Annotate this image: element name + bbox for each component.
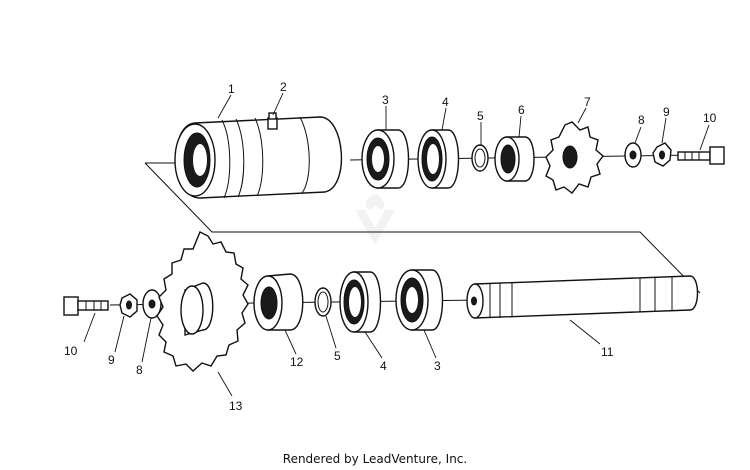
callout-bottom-4: 4 bbox=[380, 359, 387, 373]
callout-bottom-5: 5 bbox=[334, 349, 341, 363]
part-2-grease-fitting bbox=[267, 112, 278, 130]
part-13-sprocket-large bbox=[156, 231, 249, 372]
part-9-lock-washer-bottom bbox=[119, 293, 138, 318]
callout-top-3: 3 bbox=[382, 93, 389, 107]
part-8-washer-bottom bbox=[142, 289, 162, 319]
callout-top-10: 10 bbox=[703, 111, 717, 125]
part-7-sprocket-small bbox=[545, 121, 604, 194]
part-5-o-ring-bottom bbox=[314, 287, 332, 317]
callout-top-4: 4 bbox=[442, 95, 449, 109]
part-8-washer-top bbox=[624, 142, 642, 168]
callout-top-6: 6 bbox=[518, 103, 525, 117]
callout-bottom-3: 3 bbox=[434, 359, 441, 373]
callout-bottom-10: 10 bbox=[64, 344, 78, 358]
callout-bottom-12: 12 bbox=[290, 355, 304, 369]
watermark-logo bbox=[355, 195, 395, 245]
callout-top-1: 1 bbox=[228, 82, 235, 96]
part-5-o-ring-top bbox=[471, 144, 489, 172]
footer-credit: Rendered by LeadVenture, Inc. bbox=[282, 452, 468, 466]
part-3-bearing-top bbox=[361, 129, 410, 189]
callout-top-5: 5 bbox=[477, 109, 484, 123]
part-10-bolt-top bbox=[677, 146, 725, 165]
part-1-housing bbox=[174, 116, 343, 199]
callout-leaders bbox=[83, 92, 710, 397]
part-12-spacer bbox=[253, 273, 304, 331]
callout-bottom-13: 13 bbox=[229, 399, 243, 413]
part-6-spacer bbox=[494, 136, 535, 182]
callout-top-7: 7 bbox=[584, 95, 591, 109]
callout-top-9: 9 bbox=[663, 105, 670, 119]
part-4-bearing-top bbox=[417, 129, 460, 189]
part-4-bearing-bottom bbox=[339, 271, 382, 333]
part-11-shaft bbox=[466, 275, 699, 319]
callout-labels: 1 2 3 4 5 6 7 8 9 10 10 9 8 13 12 5 4 3 … bbox=[64, 80, 717, 413]
part-9-lock-washer-top bbox=[652, 142, 672, 167]
callout-bottom-9: 9 bbox=[108, 353, 115, 367]
callout-bottom-11: 11 bbox=[601, 345, 614, 359]
part-10-bolt-bottom bbox=[63, 296, 109, 316]
callout-top-8: 8 bbox=[638, 113, 645, 127]
part-3-bearing-bottom bbox=[395, 269, 444, 331]
callout-bottom-8: 8 bbox=[136, 363, 143, 377]
callout-top-2: 2 bbox=[280, 80, 287, 94]
